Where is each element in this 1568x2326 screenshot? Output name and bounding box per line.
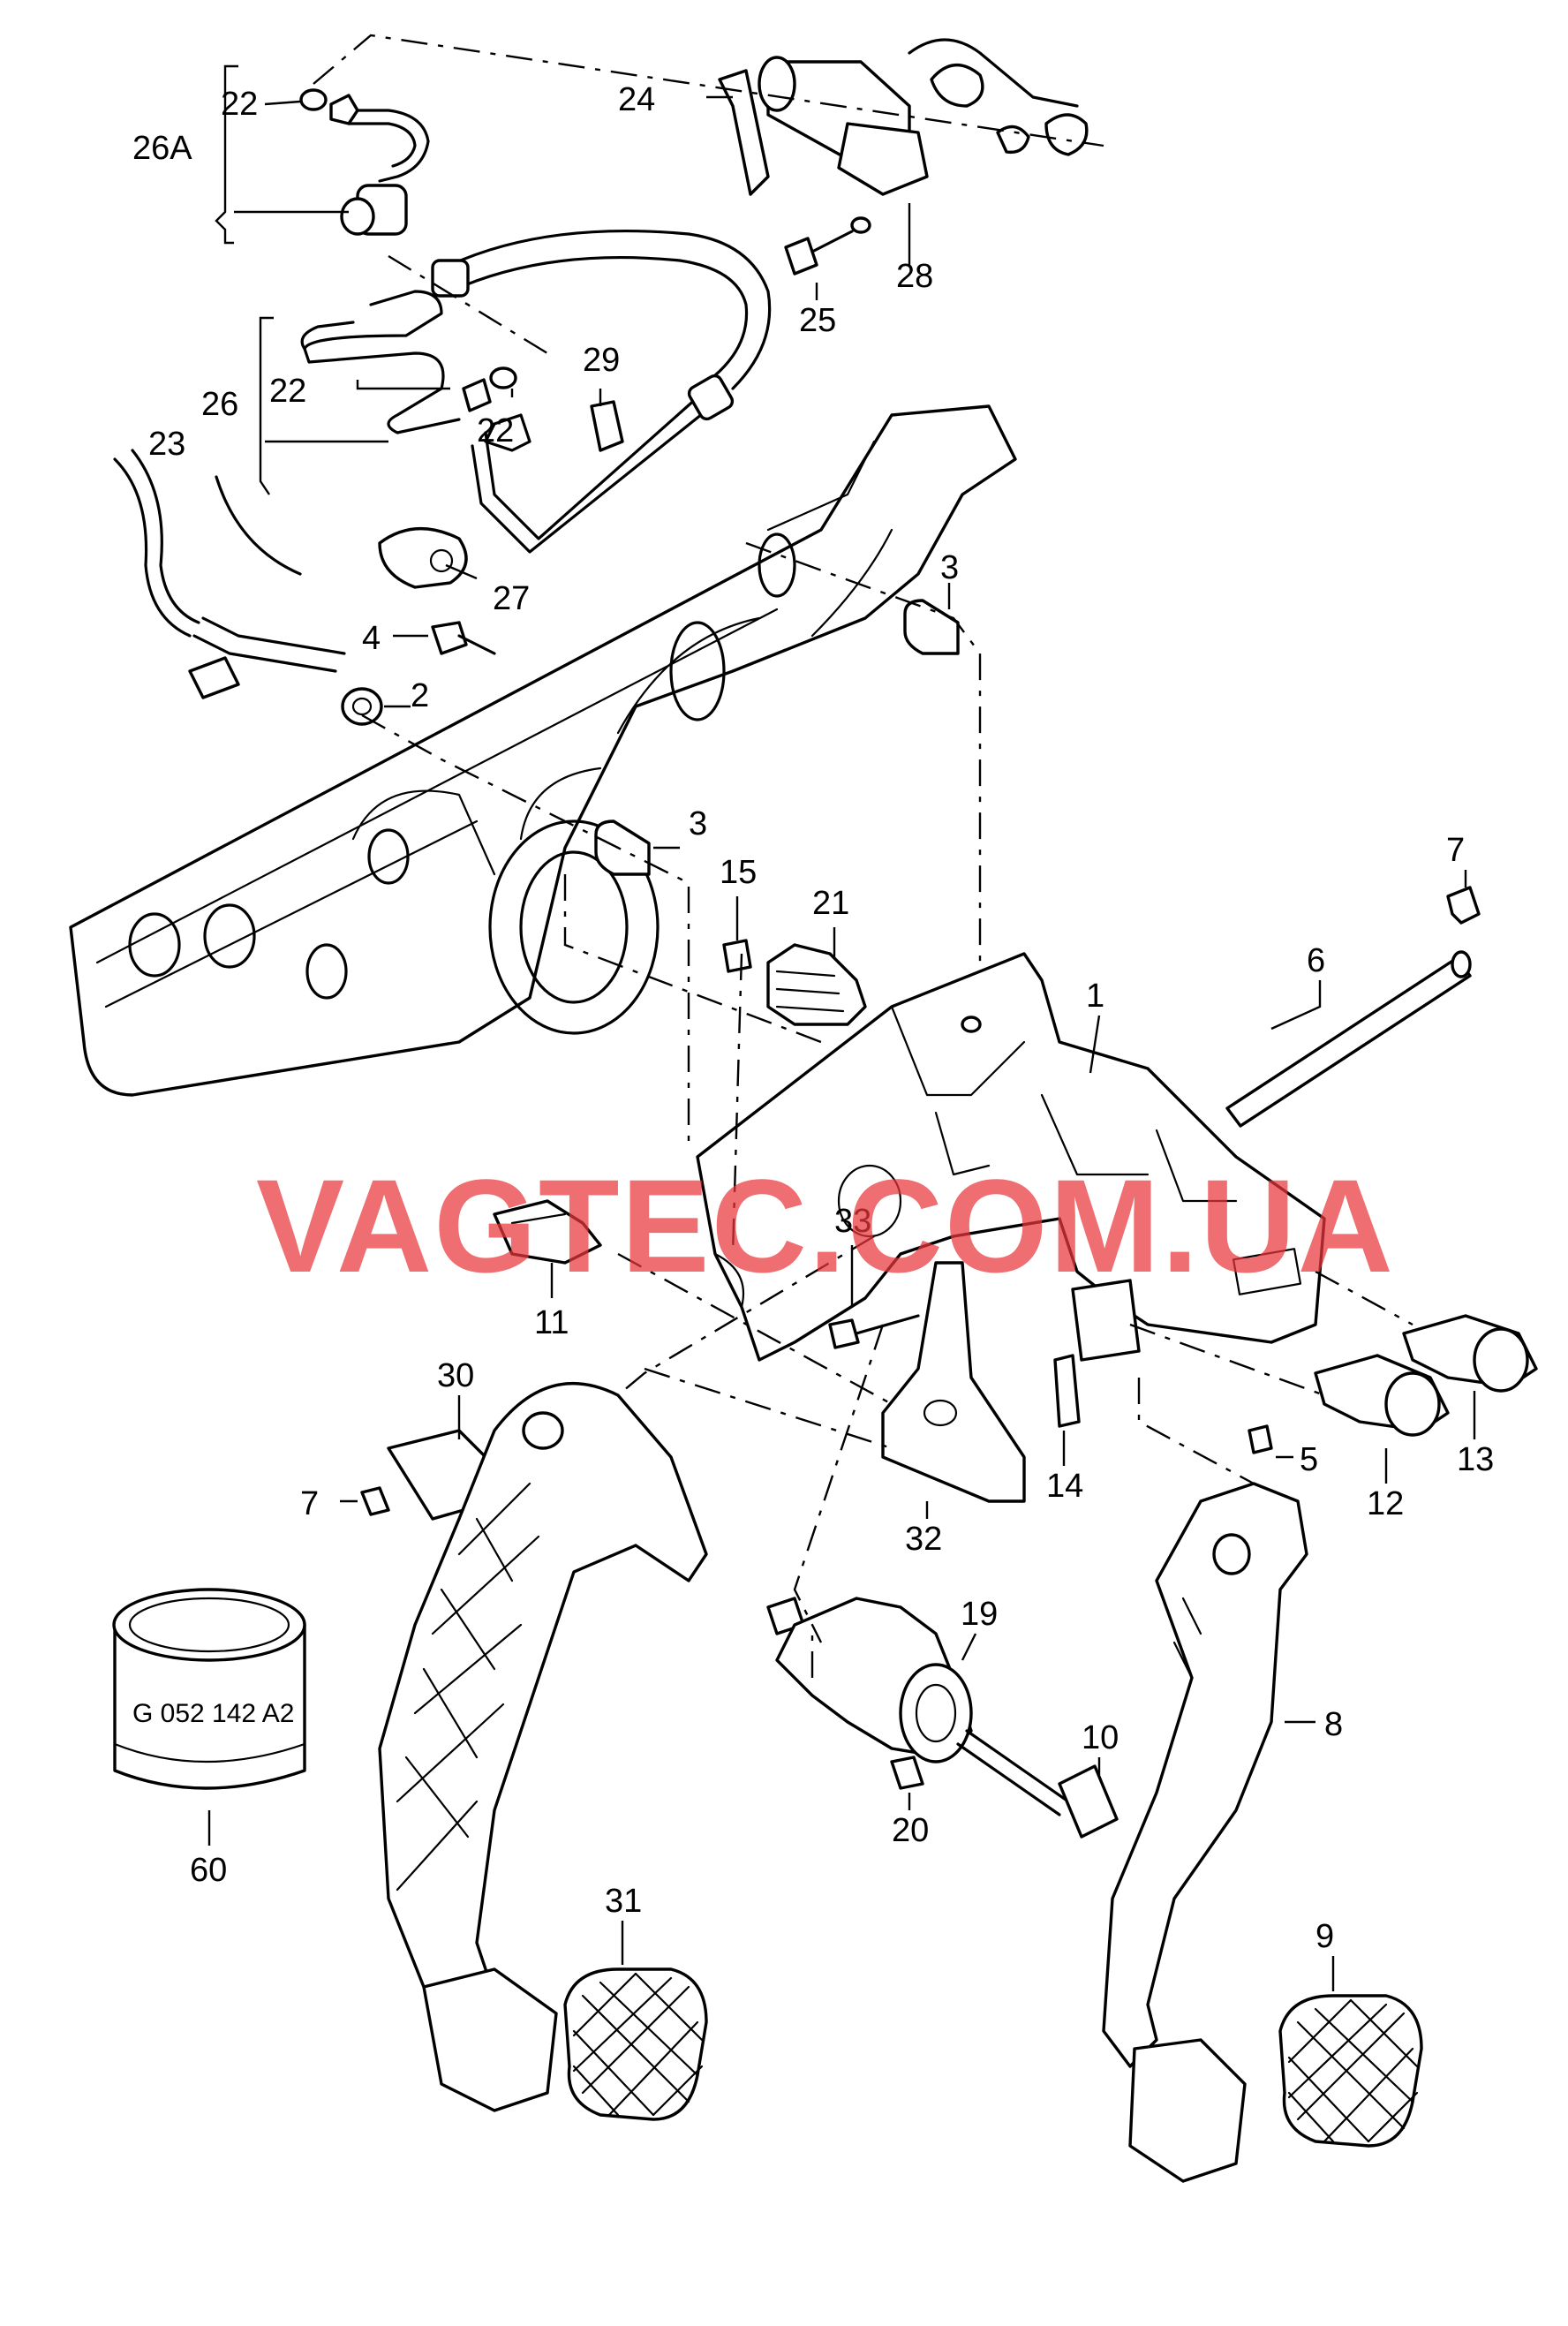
- hydraulic-small-parts: [299, 88, 960, 876]
- clutch-pedal-footplate: [1128, 2038, 1247, 2183]
- clip-7-upper: [1446, 886, 1481, 925]
- pedal-shaft-6: [1225, 886, 1481, 1128]
- seal-ring-22-lower: [489, 366, 517, 389]
- spacer-sleeve-3-lower: [594, 819, 651, 876]
- slave-cylinder-24-28: [718, 38, 1089, 276]
- label-2: 2: [411, 677, 429, 714]
- label-10: 10: [1082, 1719, 1119, 1756]
- label-5: 5: [1300, 1441, 1318, 1478]
- switch-12: [1314, 1354, 1450, 1437]
- bolt-4-head: [431, 621, 468, 655]
- pedal-pad-9: [1278, 1994, 1423, 2148]
- bolt-20: [890, 1756, 924, 1790]
- assembly-lines: [313, 34, 1413, 1678]
- brake-pedal-footplate: [422, 1967, 558, 2112]
- label-15: 15: [720, 854, 757, 891]
- label-4: 4: [362, 620, 381, 657]
- label-32: 32: [905, 1521, 942, 1558]
- label-19: 19: [961, 1596, 998, 1633]
- label-28: 28: [896, 258, 933, 295]
- label-7-upper: 7: [1446, 832, 1465, 869]
- label-12: 12: [1367, 1485, 1404, 1522]
- switch-15-21: [722, 939, 867, 1026]
- hose-fitting-upper: [329, 94, 359, 125]
- label-20: 20: [892, 1812, 929, 1849]
- bracket-32: [828, 1261, 1273, 1503]
- label-25: 25: [799, 302, 836, 339]
- clip-10: [1058, 1764, 1119, 1839]
- bushing-2: [341, 687, 383, 726]
- label-29: 29: [583, 342, 620, 379]
- label-22-upper: 22: [221, 86, 258, 123]
- label-33: 33: [834, 1203, 871, 1240]
- label-7-lower: 7: [300, 1485, 319, 1522]
- label-60: 60: [190, 1852, 227, 1889]
- label-11: 11: [534, 1304, 569, 1341]
- switch-13: [1402, 1314, 1538, 1393]
- grease-can-60: G 052 142 A2: [112, 1588, 306, 1790]
- leader-lines: [207, 64, 1476, 1991]
- label-14: 14: [1046, 1468, 1083, 1505]
- grommet-27: [378, 526, 468, 589]
- screw-5: [1248, 1424, 1273, 1454]
- label-27: 27: [493, 580, 530, 617]
- brake-pedal-30: [360, 1382, 708, 2112]
- screw-14: [1053, 1354, 1081, 1428]
- label-6: 6: [1307, 942, 1325, 979]
- label-3-upper: 3: [940, 549, 959, 586]
- grease-can-part-number: G 052 142 A2: [132, 1699, 295, 1728]
- label-26: 26: [201, 386, 238, 423]
- spacer-sleeve-3-upper: [903, 599, 960, 655]
- label-22-mid: 22: [269, 373, 306, 410]
- retaining-clip-29: [590, 400, 624, 452]
- label-23: 23: [148, 426, 185, 463]
- label-30: 30: [437, 1357, 474, 1394]
- label-31: 31: [605, 1883, 642, 1920]
- clutch-pedal-8: [1102, 1482, 1308, 2183]
- label-8: 8: [1324, 1706, 1343, 1743]
- switch-11: [493, 1199, 602, 1265]
- label-22-lower: 22: [477, 412, 514, 449]
- switch-bracket: [1071, 1279, 1141, 1362]
- seal-ring-22-upper: [299, 88, 328, 111]
- bolt-25-head: [784, 237, 818, 276]
- label-24: 24: [618, 81, 655, 118]
- label-3-lower: 3: [689, 805, 707, 842]
- watermark: VAGTEC.COM.UA: [256, 1152, 1395, 1300]
- label-26A: 26A: [132, 130, 192, 167]
- master-cylinder-19: [766, 1597, 1119, 1839]
- clip-7-lower: [360, 1486, 390, 1516]
- hose-fitting-lower: [462, 378, 492, 412]
- part-labels: 26A 22 24 28 25 29 26 22 22 23 27 3 4 2 …: [132, 81, 1494, 1955]
- cross-member-structure: [69, 404, 1017, 1097]
- pedal-bracket-1: [696, 952, 1326, 1362]
- label-21: 21: [812, 885, 849, 922]
- label-9: 9: [1315, 1918, 1334, 1955]
- label-13: 13: [1457, 1441, 1494, 1478]
- pedal-pad-31: [563, 1967, 708, 2121]
- clutch-hydraulic-line: [113, 109, 772, 699]
- label-1: 1: [1086, 978, 1104, 1015]
